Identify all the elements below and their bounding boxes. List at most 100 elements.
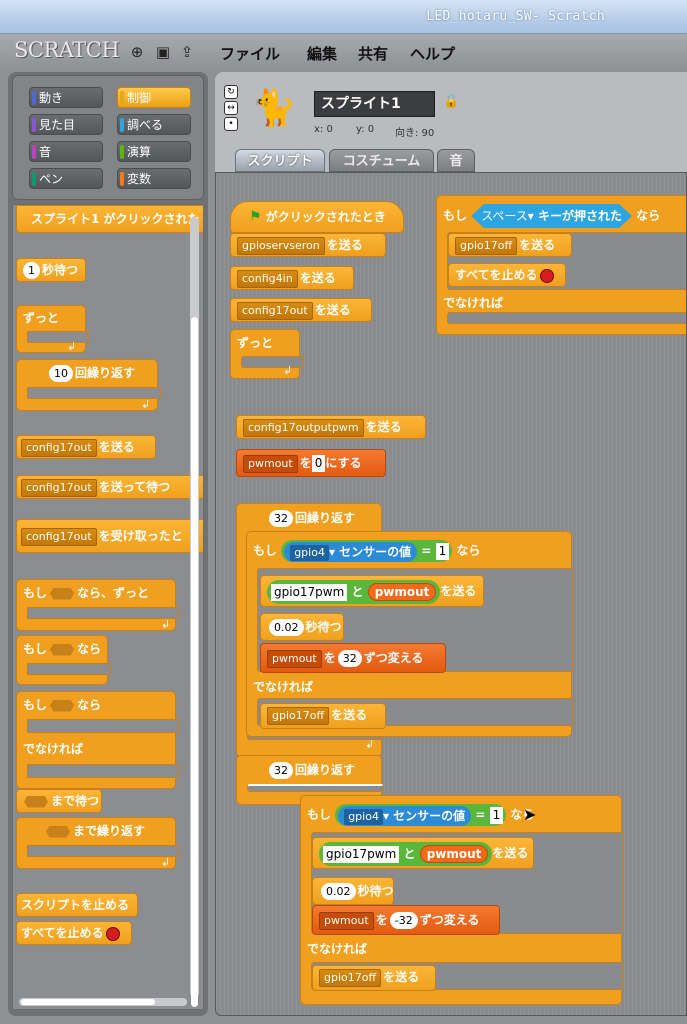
- condition-slot[interactable]: [50, 699, 75, 712]
- compare-value-input[interactable]: 1: [489, 807, 504, 824]
- compare-value-input[interactable]: 1: [435, 543, 450, 560]
- category-motion[interactable]: 動き: [29, 87, 103, 108]
- join-input[interactable]: gpio17pwm: [271, 583, 348, 601]
- variable-reporter[interactable]: pwmout: [419, 845, 489, 863]
- change-value-input[interactable]: -32: [389, 912, 418, 929]
- when-flag-clicked-block[interactable]: ⚑ がクリックされたとき: [230, 201, 404, 233]
- palette-wait-until-block[interactable]: まで待つ: [16, 789, 102, 813]
- set-value-input[interactable]: 0: [311, 455, 326, 472]
- rotate-style-full-icon[interactable]: ↻: [224, 85, 238, 99]
- condition-slot[interactable]: [46, 825, 70, 838]
- category-looks[interactable]: 見た目: [29, 114, 103, 135]
- palette-if-forever-block[interactable]: もしなら、ずっと ↲: [16, 579, 179, 631]
- tab-costumes[interactable]: コスチューム: [329, 149, 434, 172]
- if-else-block[interactable]: もし スペース▾ キーが押された なら でなければ: [436, 195, 686, 335]
- sensor-dropdown[interactable]: gpio4: [290, 544, 329, 561]
- sensor-value-reporter[interactable]: gpio4▾ センサーの値: [338, 805, 472, 826]
- wait-input[interactable]: 0.02: [321, 883, 356, 900]
- condition-slot[interactable]: [50, 643, 75, 656]
- menu-edit[interactable]: 編集: [307, 45, 338, 63]
- message-dropdown[interactable]: gpio17off: [319, 968, 382, 987]
- palette-if-block[interactable]: もしなら: [16, 635, 111, 685]
- repeat-input[interactable]: 10: [49, 365, 73, 382]
- forever-block[interactable]: ずっと ↲: [230, 329, 303, 379]
- palette-stop-script-block[interactable]: スクリプトを止める: [16, 893, 138, 917]
- tab-scripts[interactable]: スクリプト: [235, 149, 325, 172]
- variable-dropdown[interactable]: pwmout: [267, 649, 322, 668]
- equals-operator[interactable]: gpio4▾ センサーの値 = 1: [281, 540, 453, 562]
- category-sensing[interactable]: 調べる: [117, 114, 191, 135]
- sprite-name-field[interactable]: スプライト1: [314, 91, 435, 117]
- message-dropdown[interactable]: config17outputpwm: [243, 418, 364, 437]
- rotate-style-flip-icon[interactable]: ↔: [224, 101, 238, 115]
- sensor-dropdown[interactable]: gpio4: [344, 808, 383, 825]
- message-dropdown[interactable]: config4in: [237, 269, 298, 288]
- menu-file[interactable]: ファイル: [220, 45, 281, 63]
- tab-sounds[interactable]: 音: [437, 149, 475, 172]
- globe-icon[interactable]: ⊕: [130, 43, 144, 61]
- share-icon[interactable]: ⇪: [180, 43, 194, 61]
- category-control[interactable]: 制御: [117, 87, 191, 108]
- palette-when-clicked-block[interactable]: スプライト1 がクリックされた: [16, 205, 203, 233]
- message-dropdown[interactable]: config17out: [21, 527, 97, 546]
- palette-vertical-scrollbar[interactable]: [190, 217, 199, 1007]
- category-operators[interactable]: 演算: [117, 141, 191, 162]
- save-icon[interactable]: ▣: [155, 43, 171, 61]
- palette-forever-block[interactable]: ずっと ↲: [16, 305, 89, 353]
- condition-slot[interactable]: [24, 795, 48, 808]
- key-pressed-sensor[interactable]: スペース▾ キーが押された: [471, 204, 632, 228]
- change-value-input[interactable]: 32: [337, 650, 362, 667]
- scrollbar-thumb[interactable]: [21, 999, 155, 1005]
- join-operator[interactable]: gpio17pwm と pwmout: [267, 579, 441, 604]
- category-sound[interactable]: 音: [29, 141, 103, 162]
- rotate-style-none-icon[interactable]: •: [224, 117, 238, 131]
- variable-dropdown[interactable]: pwmout: [243, 454, 298, 473]
- repeat-input[interactable]: 32: [269, 762, 293, 779]
- condition-slot[interactable]: [50, 587, 75, 600]
- message-dropdown[interactable]: config17out: [237, 301, 313, 320]
- category-pen[interactable]: ペン: [29, 168, 103, 189]
- key-dropdown[interactable]: スペース: [481, 209, 528, 223]
- join-input[interactable]: gpio17pwm: [323, 845, 400, 863]
- repeat-input[interactable]: 32: [269, 510, 293, 527]
- wait-input[interactable]: 0.02: [269, 619, 304, 636]
- category-variables[interactable]: 変数: [117, 168, 191, 189]
- message-dropdown[interactable]: gpio17off: [455, 236, 518, 255]
- menu-share[interactable]: 共有: [358, 45, 389, 63]
- wait-input[interactable]: 1: [23, 262, 40, 279]
- message-dropdown[interactable]: gpio17off: [267, 706, 330, 725]
- variable-reporter[interactable]: pwmout: [367, 583, 437, 601]
- palette-repeat-until-block[interactable]: まで繰り返す ↲: [16, 817, 179, 869]
- message-dropdown[interactable]: config17out: [21, 438, 97, 457]
- palette-stop-all-block[interactable]: すべてを止める: [16, 921, 132, 945]
- equals-operator[interactable]: gpio4▾ センサーの値 = 1: [335, 804, 507, 826]
- lock-icon[interactable]: 🔒: [443, 94, 460, 109]
- menu-help[interactable]: ヘルプ: [410, 45, 456, 63]
- message-dropdown[interactable]: gpioservseron: [237, 236, 325, 255]
- sensor-value-reporter[interactable]: gpio4▾ センサーの値: [284, 541, 418, 562]
- palette-horizontal-scrollbar[interactable]: [19, 998, 187, 1006]
- message-dropdown[interactable]: config17out: [21, 478, 97, 497]
- variable-dropdown[interactable]: pwmout: [319, 911, 374, 930]
- stop-all-block[interactable]: すべてを止める: [448, 263, 566, 287]
